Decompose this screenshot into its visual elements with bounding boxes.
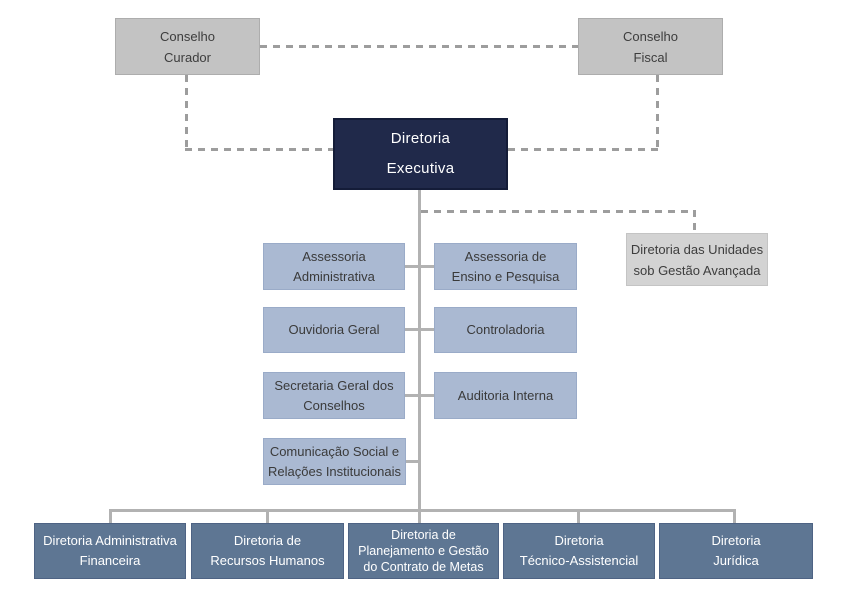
dashed-connector-advanced-vertical — [693, 210, 696, 233]
node-label: Secretaria Geral dos Conselhos — [274, 377, 394, 413]
node-diretoria-administrativa-financeira: Diretoria Administrativa Financeira — [34, 523, 186, 579]
node-label: Assessoria Administrativa — [293, 248, 375, 284]
node-label: Diretoria das Unidades sob Gestão Avança… — [630, 241, 764, 278]
dashed-connector-executive-advanced — [421, 210, 696, 213]
connector-directorates-horizontal — [109, 509, 736, 512]
dashed-connector-curador-vertical — [185, 75, 188, 151]
connector-staff-row4 — [405, 460, 419, 463]
connector-staff-row2 — [404, 328, 434, 331]
node-label: Ouvidoria Geral — [288, 322, 380, 337]
node-label: Assessoria de Ensino e Pesquisa — [451, 248, 560, 284]
node-diretoria-juridica: Diretoria Jurídica — [659, 523, 813, 579]
node-controladoria: Controladoria — [434, 307, 577, 353]
connector-executive-trunk — [418, 190, 421, 523]
node-diretoria-executiva: Diretoria Executiva — [333, 118, 508, 190]
node-label: Conselho Fiscal — [623, 28, 678, 65]
dashed-connector-fiscal-vertical — [656, 75, 659, 151]
dashed-connector-fiscal-executive — [508, 148, 659, 151]
node-label: Diretoria de Planejamento e Gestão do Co… — [358, 528, 489, 574]
connector-drop-directorate-4 — [577, 509, 580, 523]
node-label: Diretoria de Recursos Humanos — [210, 533, 325, 568]
node-label: Diretoria Executiva — [386, 130, 455, 177]
connector-drop-directorate-2 — [266, 509, 269, 523]
node-label: Auditoria Interna — [457, 387, 554, 403]
dashed-connector-curador-fiscal — [260, 45, 578, 48]
node-conselho-curador: Conselho Curador — [115, 18, 260, 75]
dashed-connector-curador-executive — [185, 148, 333, 151]
node-label: Diretoria Jurídica — [711, 533, 761, 568]
node-label: Diretoria Administrativa Financeira — [43, 533, 177, 568]
connector-staff-row3 — [404, 394, 434, 397]
node-secretaria-geral-conselhos: Secretaria Geral dos Conselhos — [263, 372, 405, 419]
node-diretoria-tecnico-assistencial: Diretoria Técnico-Assistencial — [503, 523, 655, 579]
node-diretoria-unidades-gestao-avancada: Diretoria das Unidades sob Gestão Avança… — [626, 233, 768, 286]
node-ouvidoria-geral: Ouvidoria Geral — [263, 307, 405, 353]
node-conselho-fiscal: Conselho Fiscal — [578, 18, 723, 75]
node-label: Diretoria Técnico-Assistencial — [519, 533, 639, 568]
connector-drop-directorate-1 — [109, 509, 112, 523]
connector-drop-directorate-5 — [733, 509, 736, 523]
node-assessoria-ensino-pesquisa: Assessoria de Ensino e Pesquisa — [434, 243, 577, 290]
node-comunicacao-social: Comunicação Social e Relações Institucio… — [263, 438, 406, 485]
node-label: Comunicação Social e Relações Institucio… — [268, 443, 401, 479]
node-auditoria-interna: Auditoria Interna — [434, 372, 577, 419]
node-diretoria-recursos-humanos: Diretoria de Recursos Humanos — [191, 523, 344, 579]
node-diretoria-planejamento-gestao-metas: Diretoria de Planejamento e Gestão do Co… — [348, 523, 499, 579]
node-label: Controladoria — [466, 322, 545, 337]
node-assessoria-administrativa: Assessoria Administrativa — [263, 243, 405, 290]
node-label: Conselho Curador — [160, 28, 215, 65]
connector-staff-row1 — [404, 265, 434, 268]
